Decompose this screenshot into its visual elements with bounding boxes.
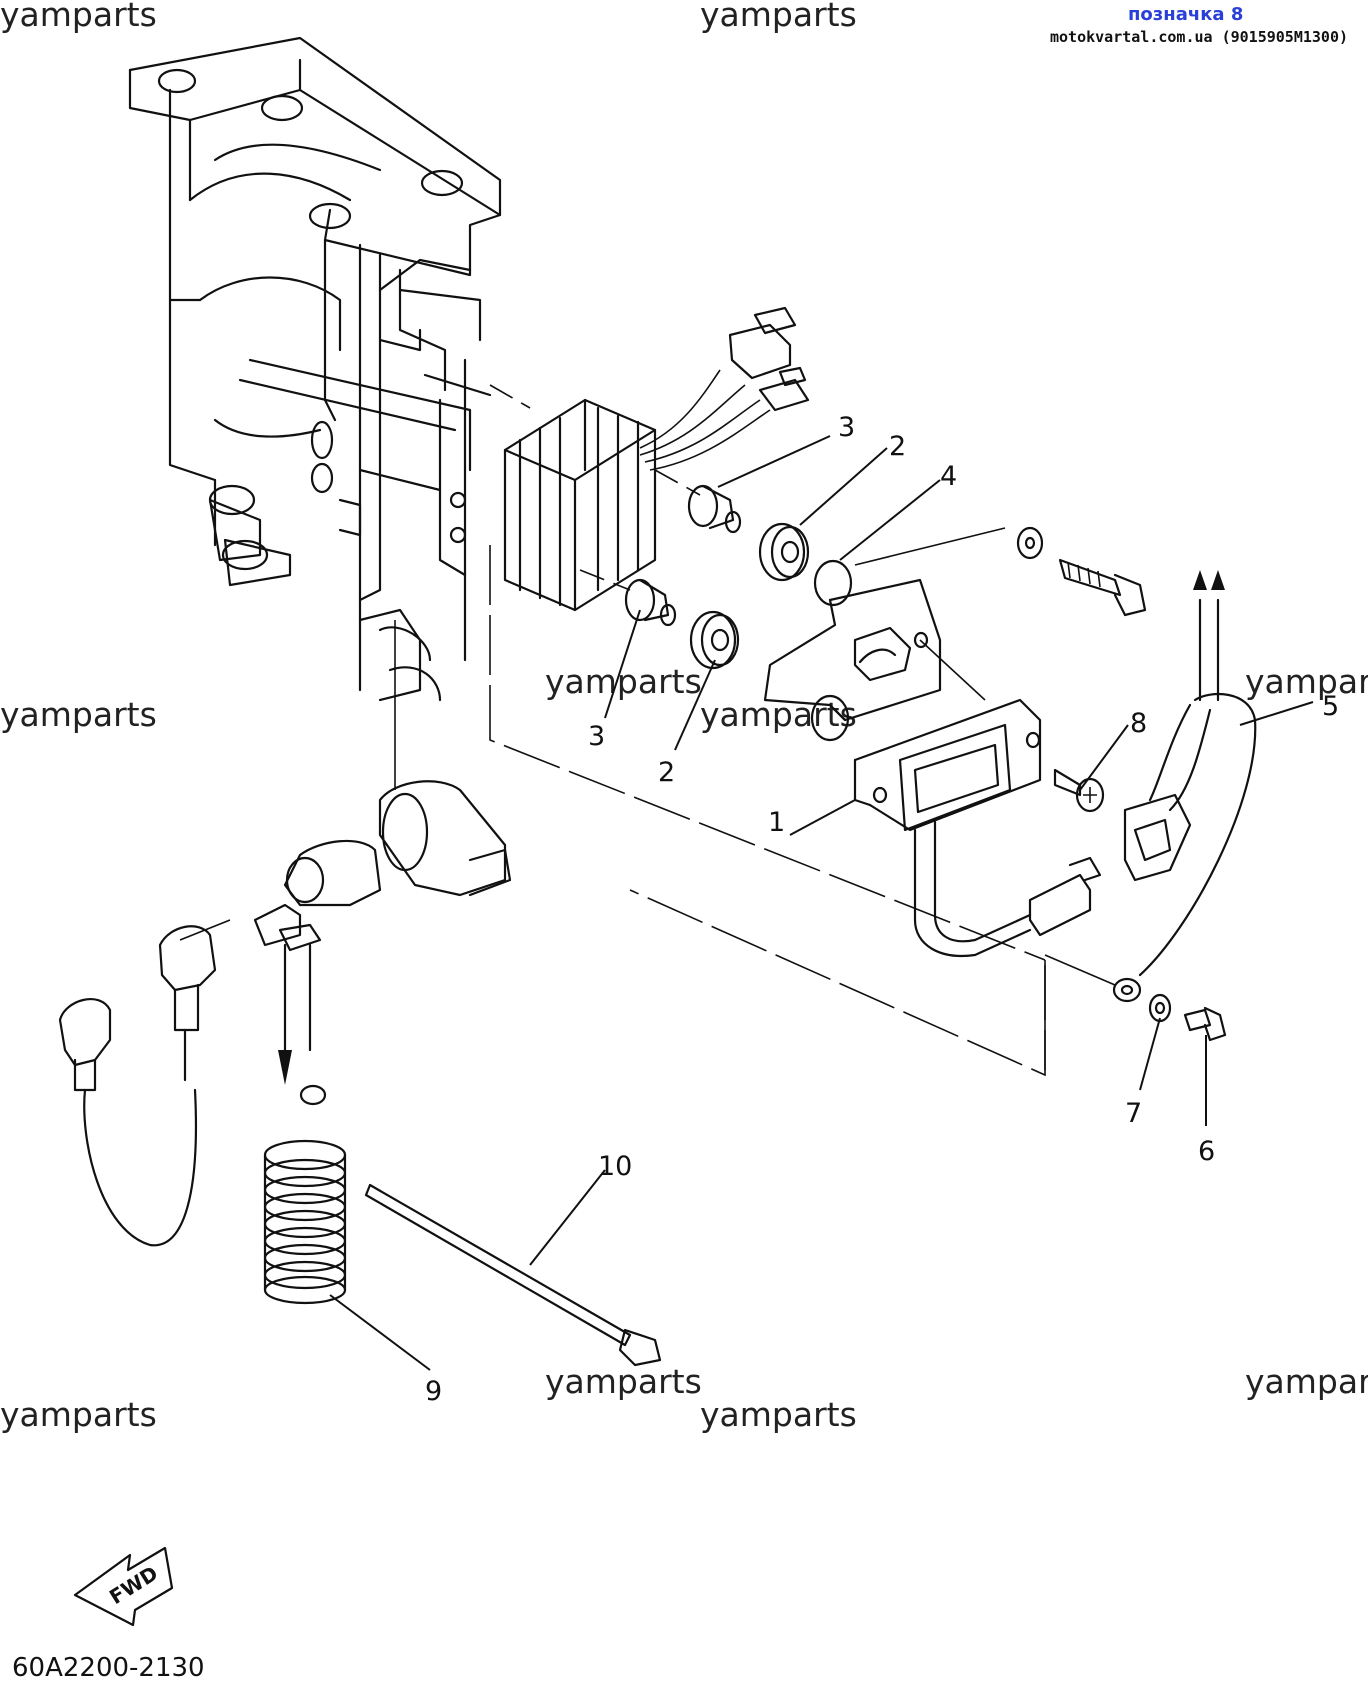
spring-part-9 (263, 1139, 347, 1305)
callout-2: 2 (658, 757, 675, 788)
bracket-part-4 (763, 559, 942, 742)
watermark: yamparts (0, 0, 157, 34)
callout-10: 10 (598, 1151, 632, 1182)
washer-and-bolt (1016, 526, 1147, 617)
cdi-unit-part-1 (853, 698, 1102, 958)
callout-7: 7 (1125, 1098, 1142, 1129)
cable-tie-part-10 (364, 1183, 662, 1367)
callout-1: 1 (768, 807, 785, 838)
callout-9: 9 (425, 1376, 442, 1407)
watermark: yamparts (700, 1395, 857, 1434)
callout-leaders (329, 435, 1314, 1371)
rectifier-regulator (503, 369, 771, 612)
grommet-part-2 (689, 522, 810, 670)
watermark: yamparts (700, 0, 857, 34)
engine-bracket (128, 36, 502, 702)
fwd-arrow-icon: FWD (73, 1546, 174, 1627)
callout-3: 3 (838, 412, 855, 443)
bolt-part-6 (1183, 1006, 1227, 1042)
screw-part-8 (1053, 768, 1105, 813)
callout-4: 4 (940, 461, 957, 492)
callout-2: 2 (889, 431, 906, 462)
callout-8: 8 (1130, 708, 1147, 739)
wire-harness-part-5 (1112, 570, 1257, 1003)
callout-6: 6 (1198, 1136, 1215, 1167)
collar-part-3 (624, 484, 742, 627)
watermark: yampar (1245, 662, 1368, 701)
watermark: yamparts (0, 1395, 157, 1434)
callout-3: 3 (588, 721, 605, 752)
watermark: yamparts (545, 1362, 702, 1401)
rectifier-connectors (728, 306, 810, 412)
dashed-leaders (179, 384, 1116, 1077)
header-tag: позначка 8 (1128, 4, 1244, 25)
spark-plug-cap (58, 925, 217, 1247)
header-site: motokvartal.com.ua (9015905M1300) (1050, 28, 1349, 46)
callout-labels: 1 2 2 3 3 4 5 6 7 8 9 10 (425, 412, 1339, 1407)
callout-5: 5 (1322, 691, 1339, 722)
watermark: yampar (1245, 1362, 1368, 1401)
diagram-code: 60A2200-2130 (12, 1653, 205, 1683)
ignition-coil (253, 780, 512, 1106)
watermark: yamparts (0, 695, 157, 734)
watermark: yamparts (545, 662, 702, 701)
washer-part-7 (1148, 993, 1172, 1023)
